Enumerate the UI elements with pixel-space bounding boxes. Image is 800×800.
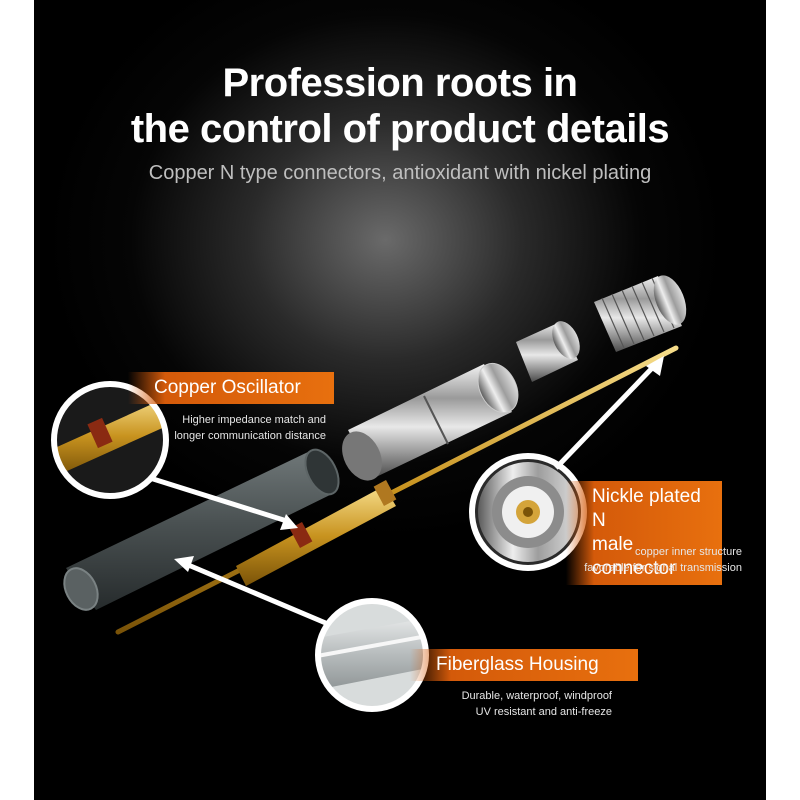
fiberglass-housing-label: Fiberglass Housing xyxy=(410,649,638,681)
chrome-ring xyxy=(516,321,580,382)
n-male-connector-description: copper inner structure favorable for sig… xyxy=(520,544,742,576)
gold-rod xyxy=(115,345,679,635)
n-male-connector-label-line-2: male connector xyxy=(592,534,676,579)
copper-oscillator-segment xyxy=(236,480,397,586)
copper-oscillator-description: Higher impedance match and longer commun… xyxy=(150,412,326,444)
fiberglass-housing-description: Durable, waterproof, windproof UV resist… xyxy=(420,688,612,720)
n-connector-nut xyxy=(594,275,687,352)
chrome-sleeve xyxy=(342,362,519,481)
n-male-connector-desc-line-1: copper inner structure xyxy=(635,546,742,558)
n-male-connector-desc-line-2: favorable for signal transmission xyxy=(584,562,742,574)
copper-oscillator-desc-line-1: Higher impedance match and xyxy=(182,414,326,426)
headline-line-2: the control of product details xyxy=(130,107,670,151)
n-male-connector-label: Nickle plated N male connector xyxy=(566,481,722,585)
headline-line-1: Profession roots in xyxy=(222,61,579,105)
copper-oscillator-desc-line-2: longer communication distance xyxy=(174,430,326,442)
fiberglass-tube xyxy=(63,448,340,611)
pointer-arrows xyxy=(149,356,664,627)
n-male-connector-label-line-1: Nickle plated N xyxy=(592,486,701,531)
fiberglass-housing-desc-line-1: Durable, waterproof, windproof xyxy=(461,690,612,702)
copper-oscillator-label: Copper Oscillator xyxy=(128,372,334,404)
subheadline: Copper N type connectors, antioxidant wi… xyxy=(148,162,652,184)
zoom-n-male-connector xyxy=(469,453,587,571)
zoom-fiberglass-housing xyxy=(315,598,429,712)
fiberglass-housing-desc-line-2: UV resistant and anti-freeze xyxy=(475,706,612,718)
